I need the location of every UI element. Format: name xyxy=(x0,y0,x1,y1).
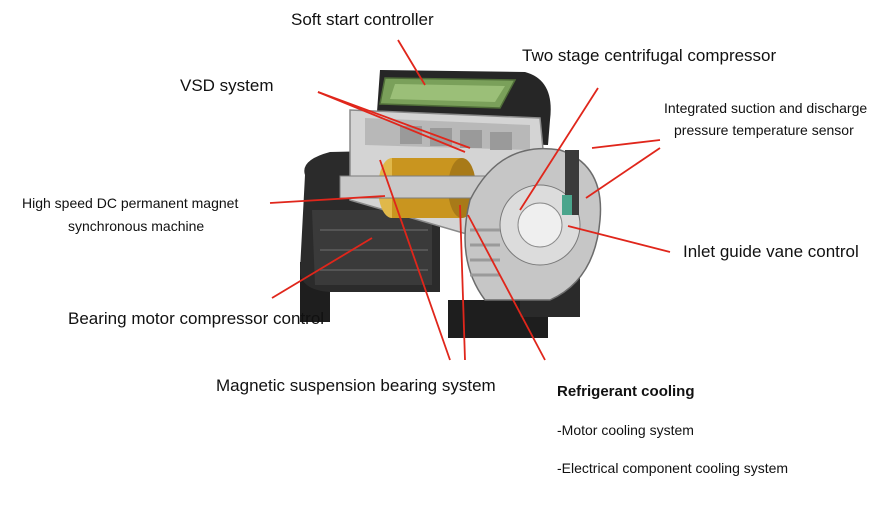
leader-inlet-guide xyxy=(567,225,671,253)
label-refrigerant-title: Refrigerant cooling xyxy=(557,383,695,400)
label-refrigerant-item1: -Motor cooling system xyxy=(557,422,694,438)
leader-two-stage xyxy=(519,87,599,211)
leader-refrigerant xyxy=(467,214,546,361)
label-refrigerant-item2: -Electrical component cooling system xyxy=(557,460,789,476)
label-sensor-line1: Integrated suction and discharge xyxy=(664,100,868,116)
label-inlet-guide: Inlet guide vane control xyxy=(683,242,859,261)
label-sensor-line2: pressure temperature sensor xyxy=(674,122,854,138)
label-magnetic-bearing: Magnetic suspension bearing system xyxy=(216,376,496,395)
leader-dc-machine xyxy=(269,195,386,204)
label-soft-start: Soft start controller xyxy=(291,10,434,29)
leader-soft-start xyxy=(397,39,426,86)
leader-magnetic-2 xyxy=(459,204,466,361)
label-dc-machine-line2: synchronous machine xyxy=(68,218,205,234)
label-two-stage: Two stage centrifugal compressor xyxy=(522,46,777,65)
controller-board xyxy=(379,77,517,109)
leader-sensor-2 xyxy=(585,147,661,199)
leader-vsd-1 xyxy=(317,91,471,149)
leader-lines xyxy=(269,39,671,361)
label-vsd: VSD system xyxy=(180,76,274,95)
compressor-volute xyxy=(464,147,602,301)
leader-bearing-motor xyxy=(271,237,373,299)
leader-vsd-2 xyxy=(317,91,466,153)
leader-sensor-1 xyxy=(591,139,661,149)
motor-rotor xyxy=(339,158,491,218)
label-bearing-motor: Bearing motor compressor control xyxy=(68,309,325,328)
label-dc-machine-line1: High speed DC permanent magnet xyxy=(22,195,239,211)
leader-magnetic-1 xyxy=(379,159,451,361)
